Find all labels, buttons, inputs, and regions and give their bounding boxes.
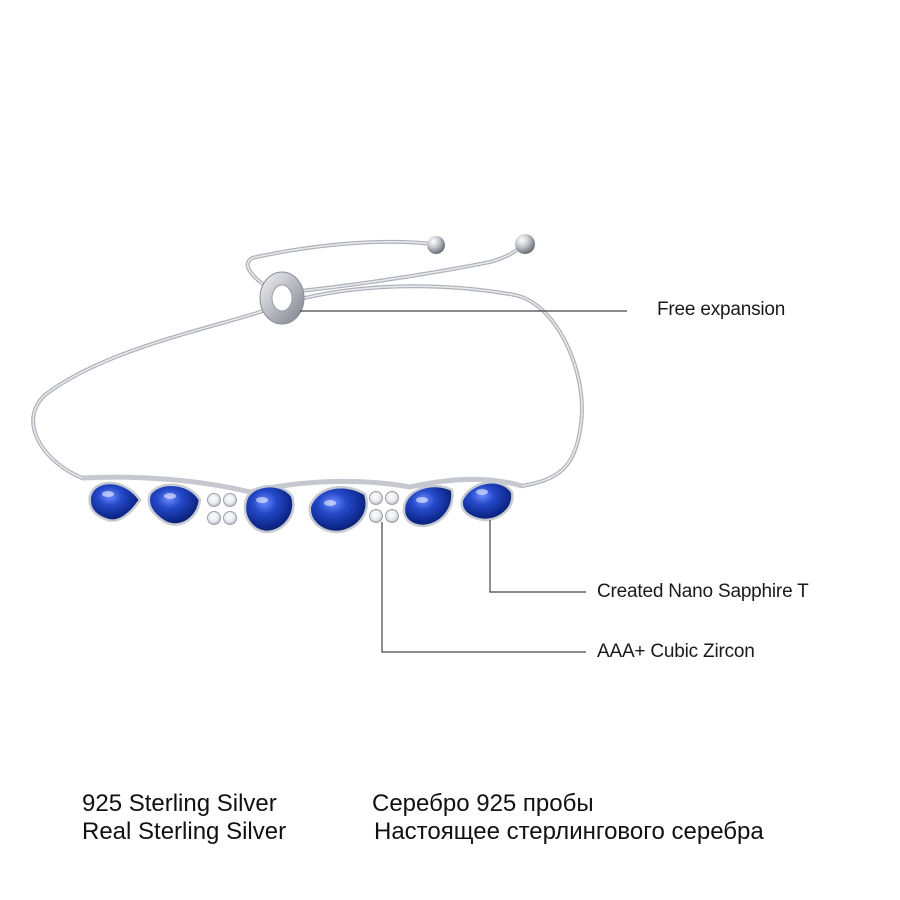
sapphire-stone bbox=[243, 484, 295, 534]
leader-line-zircon bbox=[381, 522, 586, 653]
sapphire-stone bbox=[402, 484, 454, 528]
sapphire-stone bbox=[308, 486, 368, 534]
spec-line2-english: Real Sterling Silver bbox=[82, 818, 287, 845]
spec-line1-russian: Серебро 925 пробы bbox=[372, 790, 594, 817]
box-chain bbox=[31, 239, 584, 488]
leader-line-sapphire bbox=[489, 520, 586, 593]
spec-line2-russian: Настоящее стерлингового серебра bbox=[374, 818, 764, 845]
setting-frame bbox=[81, 474, 523, 495]
sapphire-stone bbox=[460, 481, 514, 522]
zircon-cluster-left bbox=[207, 493, 237, 525]
zircon-cluster-right bbox=[369, 491, 399, 523]
callout-free-expansion: Free expansion bbox=[657, 299, 786, 320]
callout-sapphire: Created Nano Sapphire T bbox=[597, 581, 809, 602]
sapphire-stone bbox=[88, 481, 142, 522]
slider-clasp bbox=[259, 271, 305, 325]
end-ball-left bbox=[427, 236, 445, 254]
spec-line1-english: 925 Sterling Silver bbox=[82, 790, 277, 817]
leader-lines bbox=[300, 310, 627, 653]
callout-zircon: AAA+ Cubic Zircon bbox=[597, 641, 755, 662]
sapphire-stone bbox=[147, 483, 202, 526]
end-ball-right bbox=[515, 234, 535, 254]
sapphire-stones bbox=[88, 481, 514, 534]
stone-highlights bbox=[102, 489, 488, 506]
